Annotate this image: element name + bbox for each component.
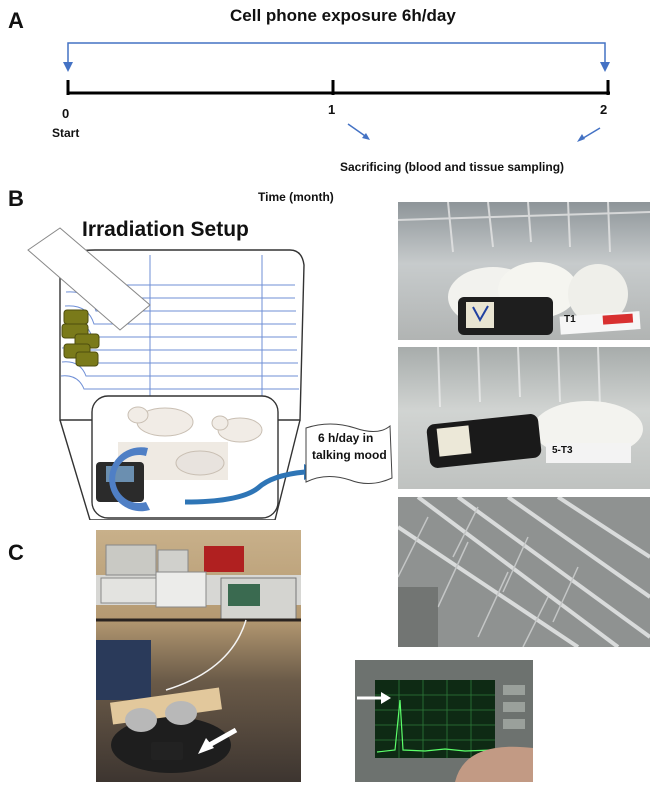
phone-holder-blocks [61,309,100,367]
bracket-arrowhead-left [63,62,73,72]
label-t3: 5-T3 [552,445,573,456]
start-label: Start [52,126,80,140]
photo-cage-rack [398,497,650,647]
cage-paper-sheet [27,227,151,331]
timeline-diagram [63,42,610,142]
panel-a-title: Cell phone exposure 6h/day [230,6,456,25]
panel-a-letter: A [8,8,24,33]
pointer-arrowhead-2 [577,134,585,142]
sacrifice-label: Sacrificing (blood and tissue sampling) [340,160,565,174]
bracket-arrowhead-right [600,62,610,72]
photo-lab-setup [96,530,301,782]
talking-mode-note [305,423,393,484]
phone-clamp [109,447,150,512]
tick-label-1: 1 [328,102,336,117]
exposure-arrow [184,469,306,505]
time-axis-label: Time (month) [258,190,334,204]
panel-b-letter: B [8,186,24,211]
note-line-2: talking mood [312,448,387,462]
photo-rats-cage-2: 5-T3 [398,347,650,489]
photo-spectrum-analyzer [355,660,533,782]
setup-title: Irradiation Setup [82,218,249,241]
exposure-bracket [67,42,606,70]
label-t1: T1 [564,314,576,325]
cage-base [59,419,301,520]
photo-rats-cage-1: T1 [398,202,650,340]
tick-label-2: 2 [600,102,608,117]
pointer-arrowhead-1 [362,133,370,140]
tick-label-0: 0 [62,106,70,121]
note-line-1: 6 h/day in [318,431,374,445]
panel-c-letter: C [8,540,24,565]
irradiation-setup-illustration [27,227,393,520]
